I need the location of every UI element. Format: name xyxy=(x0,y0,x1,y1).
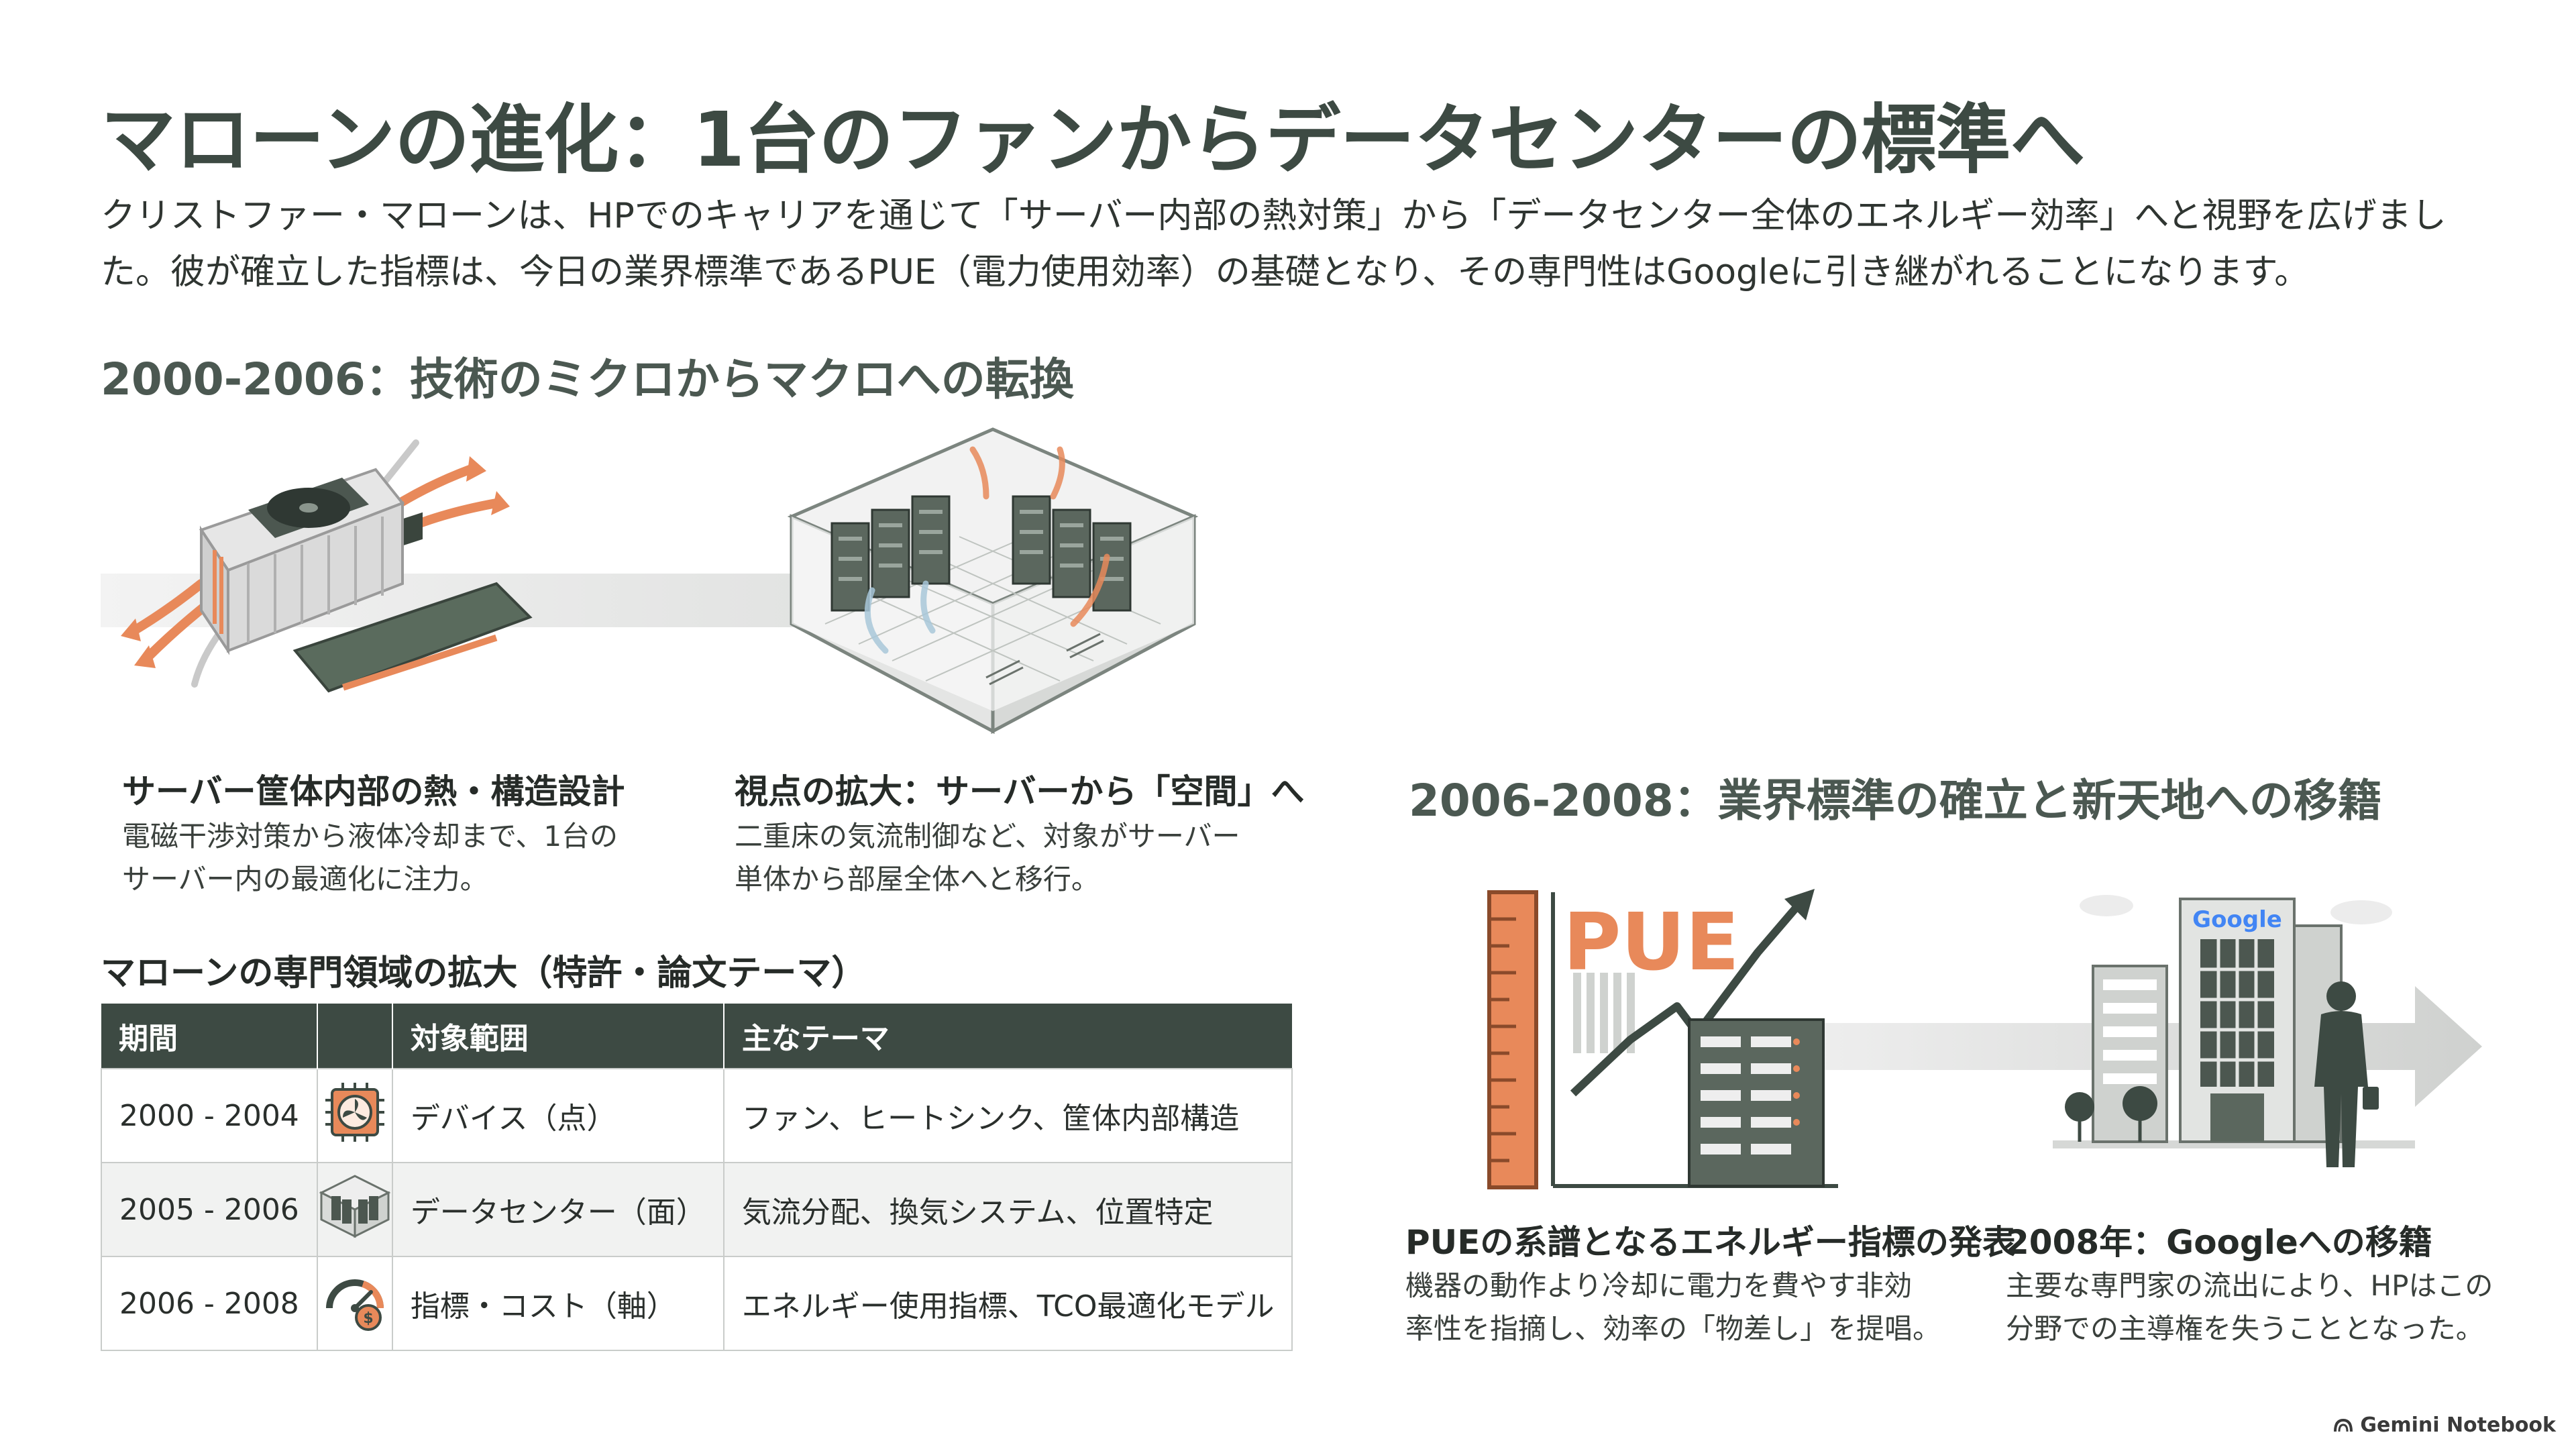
pue-label: PUE xyxy=(1563,896,1739,988)
table-row: 2005 - 2006 データセンター（面） 気流分配、換気システム、位置特定 xyxy=(101,1162,1293,1257)
row-period: 2006 - 2008 xyxy=(101,1256,318,1351)
datacenter-room-illustration xyxy=(787,427,1199,735)
datacenter-room-icon xyxy=(319,1174,391,1238)
header-period: 期間 xyxy=(101,1004,317,1069)
section1-title: 2000-2006：技術のミクロからマクロへの転換 xyxy=(101,354,1074,405)
google-building-illustration: Google xyxy=(2053,895,2415,1167)
header-icon xyxy=(316,1004,392,1069)
card3-text: 機器の動作より冷却に電力を費やす非効 率性を指摘し、効率の「物差し」を提唱。 xyxy=(1405,1265,1941,1350)
card4-line-1: 主要な専門家の流出により、HPはこの xyxy=(2006,1269,2493,1302)
card1-line-1: 電磁干渉対策から液体冷却まで、1台の xyxy=(122,820,619,853)
footer-brand-text: Gemini Notebook xyxy=(2360,1413,2556,1437)
row-theme: ファン、ヒートシンク、筐体内部構造 xyxy=(722,1068,1293,1163)
pue-chart-illustration: PUE xyxy=(1487,889,1838,1189)
card2-line-1: 二重床の気流制御など、対象がサーバー xyxy=(735,820,1240,853)
gauge-cost-icon: $ xyxy=(325,1279,384,1331)
row-period: 2005 - 2006 xyxy=(101,1162,318,1257)
page-title: マローンの進化：1台のファンからデータセンターの標準へ xyxy=(101,97,2085,184)
intro-paragraph: クリストファー・マローンは、HPでのキャリアを通じて「サーバー内部の熱対策」から… xyxy=(101,188,2489,301)
header-theme: 主なテーマ xyxy=(722,1004,1293,1069)
card3-title: PUEの系譜となるエネルギー指標の発表 xyxy=(1405,1223,2016,1262)
google-sign: Google xyxy=(2192,906,2282,933)
svg-text:$: $ xyxy=(363,1310,373,1327)
row-scope: データセンター（面） xyxy=(391,1162,724,1257)
card4-line-2: 分野での主導権を失うこととなった。 xyxy=(2006,1312,2484,1345)
businessman-icon xyxy=(2314,981,2379,1167)
table-row: 2000 - 2004 デバイス（点） ファン、ヒートシンク、筐体内部構造 xyxy=(101,1068,1293,1163)
card2-line-2: 単体から部屋全体へと移行。 xyxy=(735,863,1099,896)
header-scope: 対象範囲 xyxy=(391,1004,724,1069)
footer-brand: Gemini Notebook xyxy=(2333,1413,2556,1437)
chip-fan-icon xyxy=(325,1082,384,1142)
card4-title: 2008年：Googleへの移籍 xyxy=(2006,1223,2432,1262)
card2-title: 視点の拡大：サーバーから「空間」へ xyxy=(735,772,1305,811)
row-scope: デバイス（点） xyxy=(391,1068,724,1163)
card4-text: 主要な専門家の流出により、HPはこの 分野での主導権を失うこととなった。 xyxy=(2006,1265,2493,1350)
card1-line-2: サーバー内の最適化に注力。 xyxy=(122,863,488,896)
card2-text: 二重床の気流制御など、対象がサーバー 単体から部屋全体へと移行。 xyxy=(735,815,1240,901)
card3-line-1: 機器の動作より冷却に電力を費やす非効 xyxy=(1405,1269,1913,1302)
card3-line-2: 率性を指摘し、効率の「物差し」を提唱。 xyxy=(1405,1312,1941,1345)
intro-line-1: クリストファー・マローンは、HPでのキャリアを通じて「サーバー内部の熱対策」から… xyxy=(101,196,2447,236)
theme-table: 期間 対象範囲 主なテーマ 2000 - 2004 デバイス（点） ファン、 xyxy=(101,1004,1293,1351)
server-heatsink-illustration xyxy=(121,439,533,693)
table-title: マローンの専門領域の拡大（特許・論文テーマ） xyxy=(101,953,867,994)
row-theme: 気流分配、換気システム、位置特定 xyxy=(722,1162,1293,1257)
row-period: 2000 - 2004 xyxy=(101,1068,318,1163)
server-racks-icon xyxy=(830,495,1132,612)
card1-text: 電磁干渉対策から液体冷却まで、1台の サーバー内の最適化に注力。 xyxy=(122,815,618,901)
row-theme: エネルギー使用指標、TCO最適化モデル xyxy=(722,1256,1293,1351)
section2-title: 2006-2008：業界標準の確立と新天地への移籍 xyxy=(1409,775,2382,826)
notebook-logo-icon xyxy=(2334,1418,2353,1432)
table-header-row: 期間 対象範囲 主なテーマ xyxy=(101,1004,1293,1069)
card1-title: サーバー筐体内部の熱・構造設計 xyxy=(122,772,625,811)
row-scope: 指標・コスト（軸） xyxy=(391,1256,724,1351)
intro-line-2: た。彼が確立した指標は、今日の業界標準であるPUE（電力使用効率）の基礎となり、… xyxy=(101,252,2310,292)
table-row: 2006 - 2008 $ 指標・コスト（軸） エネルギー使用指標、TCO最適化… xyxy=(101,1256,1293,1351)
